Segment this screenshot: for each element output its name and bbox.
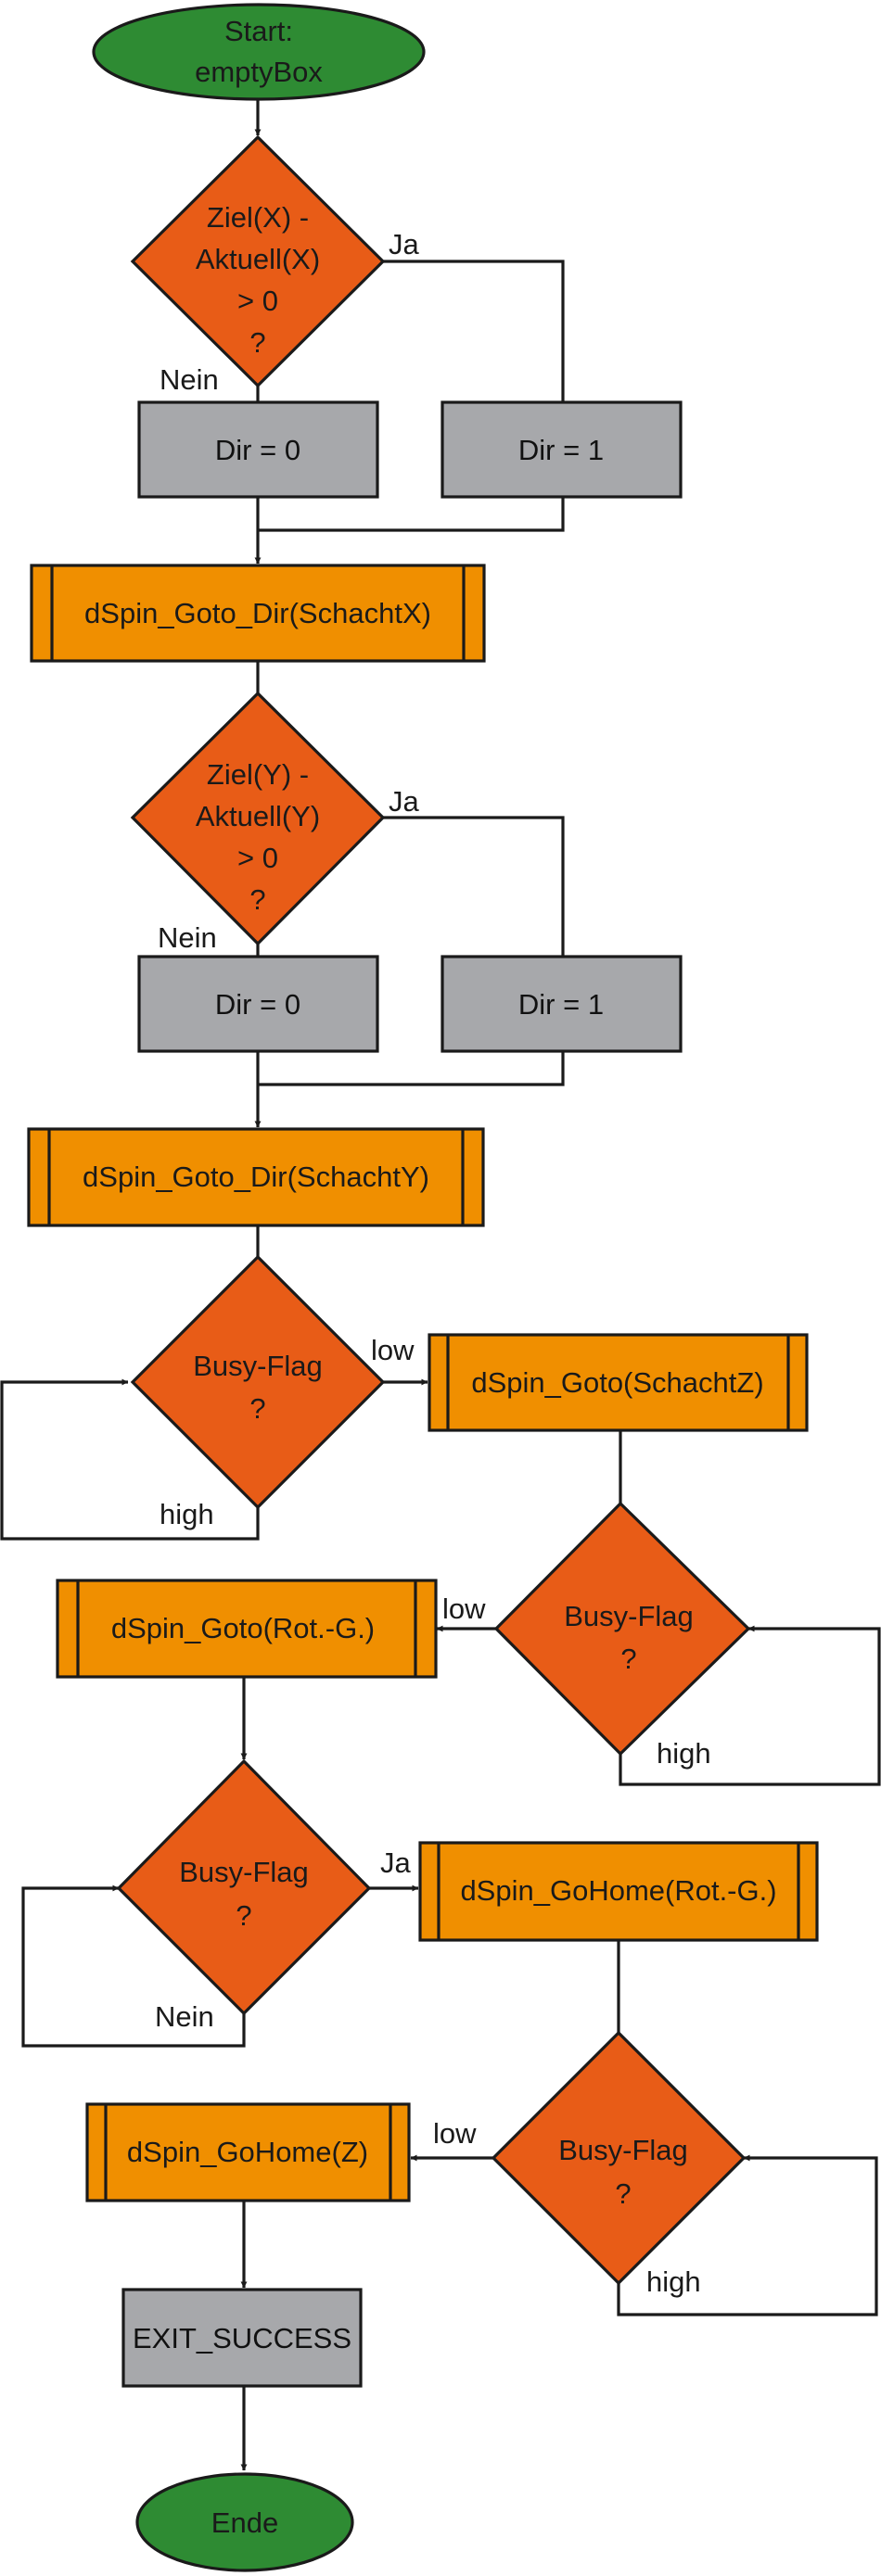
edge-label-busy4-low: low — [433, 2117, 477, 2150]
subroutine-shape — [27, 1127, 485, 1227]
subroutine-gohome-z-label: dSpin_GoHome(Z) — [127, 2136, 368, 2168]
decision-shape — [493, 1501, 751, 1757]
connector — [619, 1625, 881, 1786]
connector — [0, 1378, 260, 1541]
connector — [383, 816, 565, 957]
process-exit-success-label: EXIT_SUCCESS — [133, 2322, 351, 2354]
subroutine-goto-dir-x: dSpin_Goto_Dir(SchachtX) — [30, 564, 486, 663]
edge-label-busy2-high: high — [657, 1737, 711, 1770]
subroutine-gohome-z: dSpin_GoHome(Z) — [85, 2102, 411, 2202]
subroutine-goto-rot: dSpin_Goto(Rot.-G.) — [56, 1579, 438, 1679]
decision-busy-3-line2: ? — [236, 1899, 251, 1932]
terminal-shape — [92, 3, 426, 101]
decision-x: Ziel(X) - Aktuell(X) > 0 ? — [130, 134, 386, 388]
process-dir1-x: Dir = 1 — [440, 400, 683, 499]
decision-y-line2: Aktuell(Y) — [196, 800, 320, 832]
decision-y: Ziel(Y) - Aktuell(Y) > 0 ? — [130, 691, 386, 946]
start-label-line2: emptyBox — [195, 56, 323, 88]
process-dir0-y: Dir = 0 — [137, 955, 379, 1053]
edge-label-y-nein: Nein — [158, 921, 217, 954]
subroutine-goto-z: dSpin_Goto(SchachtZ) — [428, 1333, 809, 1432]
connector — [383, 260, 565, 402]
edge-label-x-ja: Ja — [389, 228, 420, 260]
decision-busy-1-line2: ? — [249, 1392, 265, 1425]
subroutine-shape — [30, 564, 486, 663]
decision-y-line3: > 0 — [237, 842, 278, 874]
end-label: Ende — [211, 2506, 278, 2539]
subroutine-goto-z-label: dSpin_Goto(SchachtZ) — [471, 1366, 763, 1399]
process-shape — [440, 955, 683, 1053]
process-dir0-x-label: Dir = 0 — [215, 434, 300, 466]
process-dir0-y-label: Dir = 0 — [215, 988, 300, 1021]
subroutine-gohome-rot: dSpin_GoHome(Rot.-G.) — [418, 1841, 819, 1942]
subroutine-shape — [85, 2102, 411, 2202]
decision-x-line1: Ziel(X) - — [207, 201, 309, 234]
decision-shape — [130, 691, 386, 946]
start-label-line1: Start: — [224, 15, 293, 47]
decision-busy-4-line1: Busy-Flag — [558, 2134, 688, 2166]
process-dir0-x: Dir = 0 — [137, 400, 379, 499]
process-dir1-x-label: Dir = 1 — [518, 434, 604, 466]
decision-y-line4: ? — [249, 883, 265, 916]
process-shape — [440, 400, 683, 499]
decision-x-line3: > 0 — [237, 285, 278, 317]
subroutine-goto-rot-label: dSpin_Goto(Rot.-G.) — [111, 1612, 375, 1644]
terminal-shape — [135, 2472, 354, 2572]
subroutine-shape — [418, 1841, 819, 1942]
decision-busy-1-line1: Busy-Flag — [193, 1350, 323, 1382]
decision-y-line1: Ziel(Y) - — [207, 758, 309, 791]
decision-busy-2-line1: Busy-Flag — [564, 1600, 694, 1632]
start-terminal: Start: emptyBox — [92, 3, 426, 101]
process-exit-success: EXIT_SUCCESS — [121, 2288, 363, 2388]
subroutine-shape — [428, 1333, 809, 1432]
decision-busy-3: Busy-Flag ? — [116, 1758, 372, 2016]
connector — [258, 1051, 565, 1086]
decision-busy-2-line2: ? — [620, 1643, 636, 1675]
end-terminal: Ende — [135, 2472, 354, 2572]
connector — [258, 497, 565, 532]
process-shape — [137, 400, 379, 499]
connectors — [0, 100, 881, 2471]
edge-label-busy3-ja: Ja — [380, 1846, 412, 1879]
process-shape — [137, 955, 379, 1053]
edge-label-y-ja: Ja — [389, 785, 420, 818]
process-dir1-y: Dir = 1 — [440, 955, 683, 1053]
subroutine-gohome-rot-label: dSpin_GoHome(Rot.-G.) — [460, 1874, 776, 1907]
edge-label-busy2-low: low — [442, 1593, 486, 1625]
decision-busy-4: Busy-Flag ? — [491, 2030, 747, 2286]
decision-shape — [130, 134, 386, 388]
connector — [21, 1884, 246, 2048]
subroutine-shape — [56, 1579, 438, 1679]
connector — [617, 2154, 878, 2316]
subroutine-goto-dir-y: dSpin_Goto_Dir(SchachtY) — [27, 1127, 485, 1227]
edge-label-busy3-nein: Nein — [155, 2000, 214, 2033]
edge-label-busy4-high: high — [646, 2265, 701, 2298]
decision-busy-3-line1: Busy-Flag — [179, 1856, 309, 1888]
edge-label-busy1-low: low — [371, 1334, 415, 1366]
process-shape — [121, 2288, 363, 2388]
decision-busy-2: Busy-Flag ? — [493, 1501, 751, 1757]
subroutine-goto-dir-y-label: dSpin_Goto_Dir(SchachtY) — [83, 1161, 429, 1193]
subroutine-goto-dir-x-label: dSpin_Goto_Dir(SchachtX) — [84, 597, 431, 629]
process-dir1-y-label: Dir = 1 — [518, 988, 604, 1021]
decision-x-line4: ? — [249, 326, 265, 359]
edge-label-x-nein: Nein — [160, 363, 219, 396]
decision-busy-4-line2: ? — [615, 2177, 631, 2210]
decision-shape — [130, 1254, 386, 1510]
decision-busy-1: Busy-Flag ? — [130, 1254, 386, 1510]
decision-x-line2: Aktuell(X) — [196, 243, 320, 275]
decision-shape — [116, 1758, 372, 2016]
edge-label-busy1-high: high — [160, 1498, 214, 1530]
decision-shape — [491, 2030, 747, 2286]
